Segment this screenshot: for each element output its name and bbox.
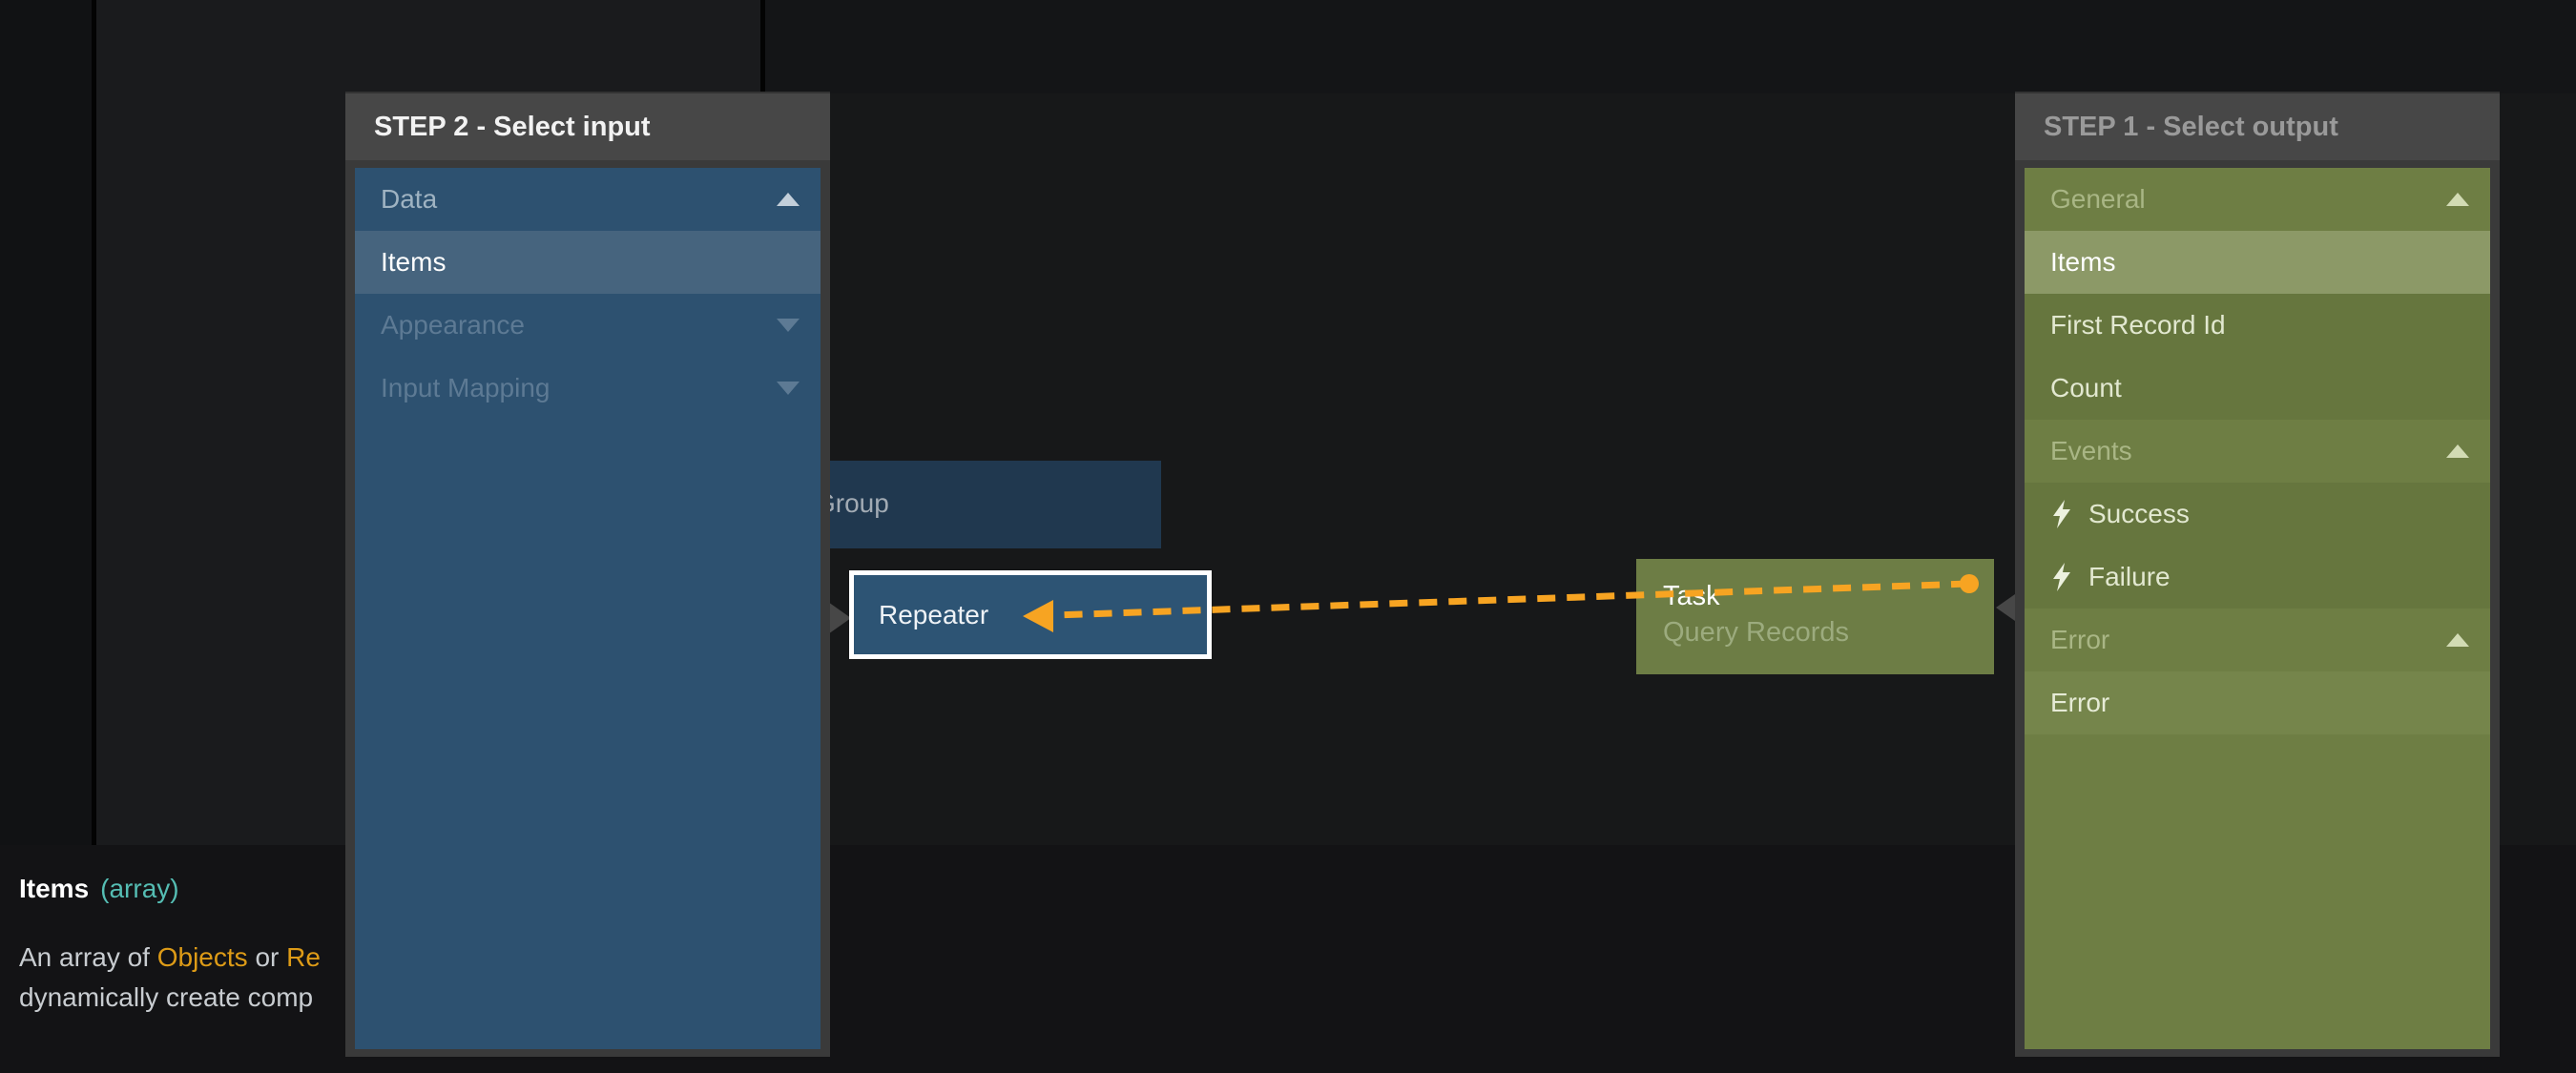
node-repeater-label: Repeater <box>879 599 989 629</box>
property-description: Items (array) An array of Objects or Re d… <box>19 874 321 1013</box>
panel-step1-body: General Items First Record Id Count Even… <box>2025 168 2490 1049</box>
node-task-subtitle: Query Records <box>1663 617 1850 648</box>
description-link-records: Re <box>286 942 321 972</box>
row-section-events[interactable]: Events <box>2025 420 2490 483</box>
property-description-line1: An array of Objects or Re <box>19 942 321 973</box>
description-link-objects: Objects <box>156 942 248 972</box>
canvas-left-column <box>0 0 92 845</box>
row-items-input[interactable]: Items <box>355 231 821 294</box>
row-label: First Record Id <box>2050 310 2226 340</box>
row-first-record-id[interactable]: First Record Id <box>2025 294 2490 357</box>
panel-step1-header: STEP 1 - Select output <box>2015 93 2500 160</box>
canvas-divider-left <box>92 0 96 845</box>
lightning-icon <box>2053 563 2070 591</box>
chevron-down-icon <box>777 382 800 395</box>
row-items-output[interactable]: Items <box>2025 231 2490 294</box>
panel-step1-select-output: STEP 1 - Select output General Items Fir… <box>2015 92 2500 1057</box>
row-label: Error <box>2050 625 2110 654</box>
panel-step2-header: STEP 2 - Select input <box>345 93 830 160</box>
canvas-divider-right <box>760 0 765 93</box>
canvas-top-right-region <box>765 0 2576 93</box>
row-section-input-mapping[interactable]: Input Mapping <box>355 357 821 420</box>
panel-step2-body: Data Items Appearance Input Mapping <box>355 168 821 1049</box>
row-count[interactable]: Count <box>2025 357 2490 420</box>
description-text: or <box>247 942 287 972</box>
chevron-up-icon <box>777 193 800 206</box>
lightning-icon <box>2053 500 2070 528</box>
row-label: Appearance <box>381 310 526 340</box>
chevron-down-icon <box>777 319 800 332</box>
property-heading: Items (array) <box>19 874 321 904</box>
row-label: General <box>2050 184 2146 214</box>
property-type-badge: (array) <box>100 874 179 903</box>
property-name: Items <box>19 874 90 903</box>
row-label: Count <box>2050 373 2122 402</box>
panel-step2-select-input: STEP 2 - Select input Data Items Appeara… <box>345 92 830 1057</box>
node-repeater[interactable]: Repeater <box>849 570 1212 659</box>
property-description-line2: dynamically create comp <box>19 982 314 1012</box>
row-label: Failure <box>2088 562 2171 591</box>
row-label: Success <box>2088 499 2190 528</box>
row-success[interactable]: Success <box>2025 483 2490 546</box>
row-section-general[interactable]: General <box>2025 168 2490 231</box>
chevron-up-icon <box>2446 633 2469 647</box>
row-label: Items <box>381 247 447 277</box>
row-section-data[interactable]: Data <box>355 168 821 231</box>
row-section-error[interactable]: Error <box>2025 609 2490 671</box>
row-label: Data <box>381 184 438 214</box>
panel-step1-title: STEP 1 - Select output <box>2044 111 2338 142</box>
row-label: Error <box>2050 688 2110 717</box>
row-failure[interactable]: Failure <box>2025 546 2490 609</box>
row-label: Input Mapping <box>381 373 551 402</box>
node-task-title: Task <box>1663 581 1720 611</box>
panel-step2-title: STEP 2 - Select input <box>374 111 651 142</box>
chevron-up-icon <box>2446 444 2469 458</box>
node-task[interactable]: Task Query Records <box>1636 559 1994 674</box>
row-error-item[interactable]: Error <box>2025 671 2490 734</box>
description-text: An array of <box>19 942 157 972</box>
row-label: Items <box>2050 247 2116 277</box>
chevron-up-icon <box>2446 193 2469 206</box>
row-section-appearance[interactable]: Appearance <box>355 294 821 357</box>
row-label: Events <box>2050 436 2132 465</box>
